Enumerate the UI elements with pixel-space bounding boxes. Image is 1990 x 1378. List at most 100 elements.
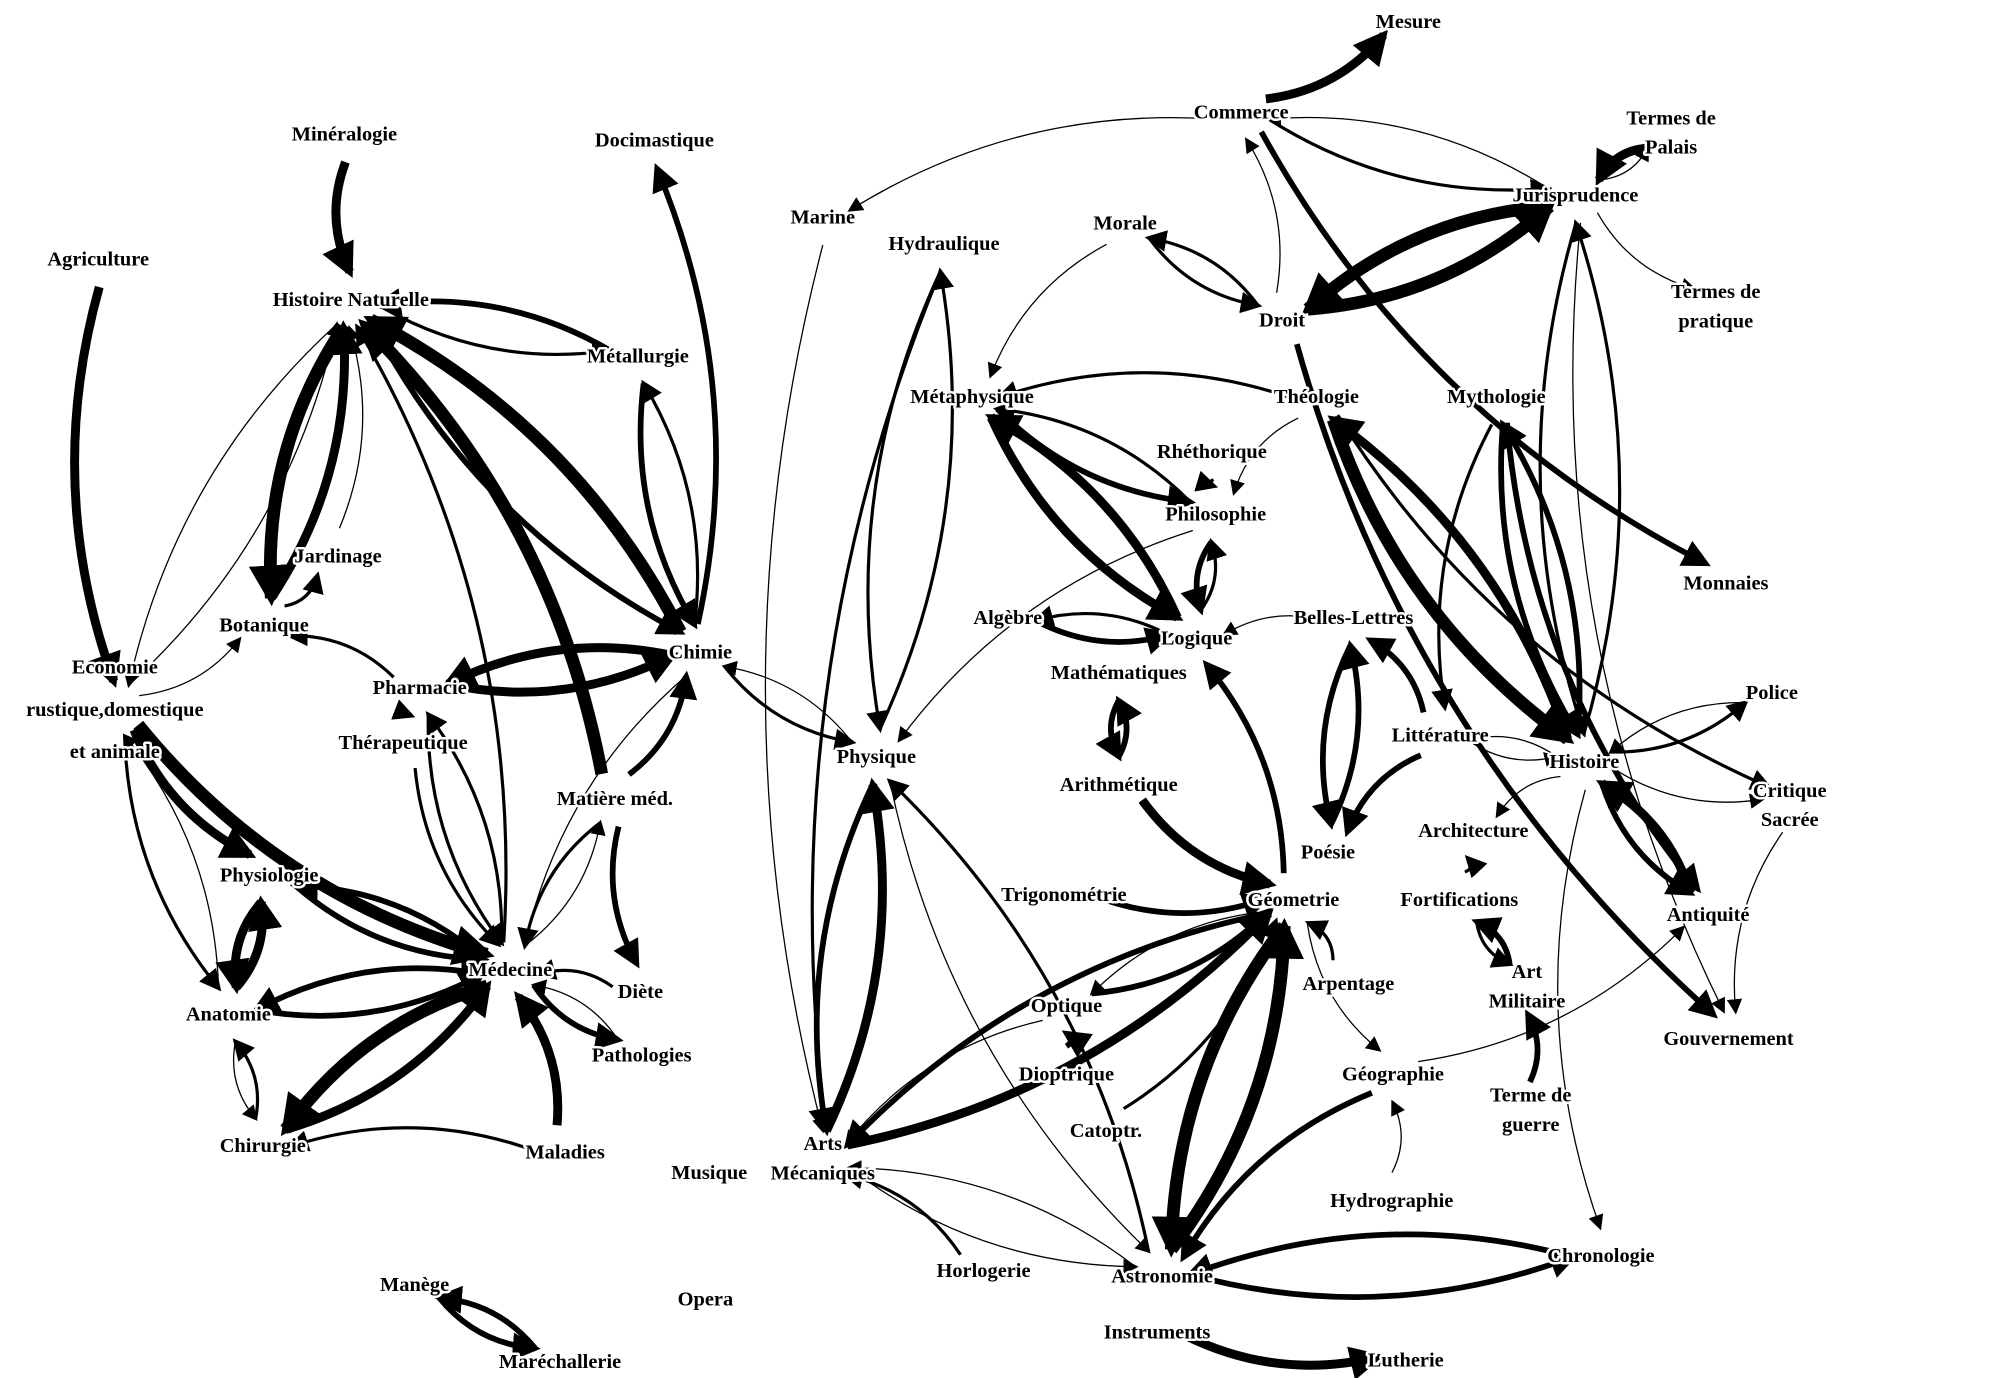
node-theologie: Théologie [1271,384,1361,411]
edge-pathologies-to-medecine [530,979,619,1041]
node-label: Marine [790,206,855,228]
node-label: Jurisprudence [1512,185,1638,207]
node-arpentage: Arpentage [1300,971,1397,998]
node-label: et animale [70,741,160,763]
edge-catoptr-to-geometrie [1122,917,1281,1111]
node-label: Mythologie [1447,386,1546,408]
node-label: Géometrie [1248,889,1340,911]
node-physiologie: Physiologie [217,862,321,889]
edge-belles-lettres-to-logique [1221,615,1326,636]
edge-anatomie-to-chirurgie [232,1041,258,1121]
node-chimie: Chimie [666,639,735,666]
edge-hydrographie-to-geographie [1391,1099,1405,1173]
node-lutherie: Lutherie [1365,1347,1446,1374]
node-label: rustique,domestique [26,699,203,721]
node-label: Hydraulique [888,233,999,255]
edge-economie-to-medecine [137,724,490,959]
node-label: Mécaniques [771,1163,875,1185]
node-label: Chirurgie [220,1135,306,1157]
edge-arts-mecaniques-to-geometrie [846,908,1274,1150]
edge-rhetorique-to-philosophie [1194,470,1219,492]
edge-physiologie-to-medecine [293,883,490,973]
edge-arts-mecaniques-to-physique [822,777,895,1133]
edge-medecine-to-anatomie [251,965,484,1013]
node-label: Mesure [1376,11,1441,33]
node-arithmetique: Arithmétique [1057,772,1180,799]
node-monnaies: Monnaies [1681,570,1771,597]
edge-jurisprudence-to-gouvernement [1572,222,1725,1014]
node-dioptrique: Dioptrique [1016,1061,1116,1088]
node-medecine: Médecine [466,957,555,984]
node-label: Diète [618,981,663,1003]
node-label: Pharmacie [373,677,467,699]
node-label: Chronologie [1547,1245,1654,1267]
node-label: Physique [837,746,916,768]
edge-astronomie-to-physique [886,778,1151,1252]
node-label: Arpentage [1302,973,1394,995]
node-label: Minéralogie [292,123,397,145]
edge-agriculture-to-economie [70,285,121,688]
node-diete: Diète [615,978,665,1005]
edge-geographie-to-astronomie [1180,1090,1373,1263]
edge-chimie-to-histoire-naturelle [363,314,687,636]
edge-trigonometrie-to-geometrie [1090,892,1271,920]
edge-marine-to-arts-mecaniques [764,244,828,1134]
edge-jurisprudence-to-commerce [1265,110,1549,189]
node-geometrie: Géometrie [1245,886,1342,913]
edge-medecine-to-pathologies [531,983,624,1051]
edge-metaphysique-to-logique [987,415,1184,622]
node-physique: Physique [834,743,918,770]
edge-jurisprudence-to-histoire [1538,222,1589,738]
edge-fortifications-to-architecture [1464,854,1488,879]
node-label: Instruments [1104,1321,1211,1343]
edge-economie-to-botanique [139,636,242,697]
edge-theologie-to-histoire [1327,417,1575,745]
edge-histoire-to-police [1610,699,1749,754]
edge-theologie-to-critique-sacree [1336,414,1773,790]
edge-litterature-to-histoire [1467,739,1560,767]
edge-histoire-to-jurisprudence [1570,219,1622,735]
node-label: Catoptr. [1070,1120,1142,1142]
edge-hydraulique-to-physique [866,270,942,734]
edge-termes-palais-to-jurisprudence [1594,143,1649,186]
edge-commerce-to-marine [847,117,1215,212]
edge-economie-to-anatomie [123,735,222,992]
edge-droit-to-morale [1144,230,1260,307]
node-antiquite: Antiquité [1664,902,1752,929]
node-gouvernement: Gouvernement [1661,1025,1797,1052]
node-label: Géographie [1342,1064,1444,1086]
node-label: Rhéthorique [1157,441,1267,463]
node-horlogerie: Horlogerie [934,1258,1033,1285]
edge-histoire-naturelle-to-metallurgie [377,303,615,364]
edge-morale-to-metaphysique [987,243,1107,379]
edge-diete-to-medecine [533,958,614,989]
node-label: Arithmétique [1060,774,1178,796]
node-label: Optique [1031,995,1102,1017]
node-agriculture: Agriculture [45,246,152,273]
edge-commerce-to-mesure [1265,29,1389,104]
edge-geometrie-to-arts-mecaniques [843,910,1270,1150]
node-label: Logique [1161,627,1232,649]
node-label: Docimastique [595,130,714,152]
edge-matiere-med-to-diete [609,825,640,969]
node-label: Philosophie [1165,504,1266,526]
node-label: Gouvernement [1663,1028,1794,1050]
node-poesie: Poésie [1298,839,1358,866]
edge-medecine-to-matiere-med [524,819,606,947]
node-label: Littérature [1392,724,1489,746]
node-label: Commerce [1194,102,1289,124]
edge-horlogerie-to-arts-mecaniques [841,1168,962,1256]
edge-morale-to-droit [1147,237,1263,314]
edge-chimie-to-physique [723,665,857,751]
edge-physique-to-hydraulique [878,267,954,730]
edge-matiere-med-to-medecine [517,821,602,951]
node-matiere-med: Matière méd. [554,786,675,813]
node-label: Matière méd. [557,788,673,810]
edge-histoire-naturelle-to-botanique [248,323,349,607]
node-metaphysique: Métaphysique [908,384,1037,411]
edge-fortifications-to-art-militaire [1475,921,1514,968]
node-label: Histoire [1549,751,1619,773]
edge-mathematiques-to-arithmetique [1095,699,1122,762]
